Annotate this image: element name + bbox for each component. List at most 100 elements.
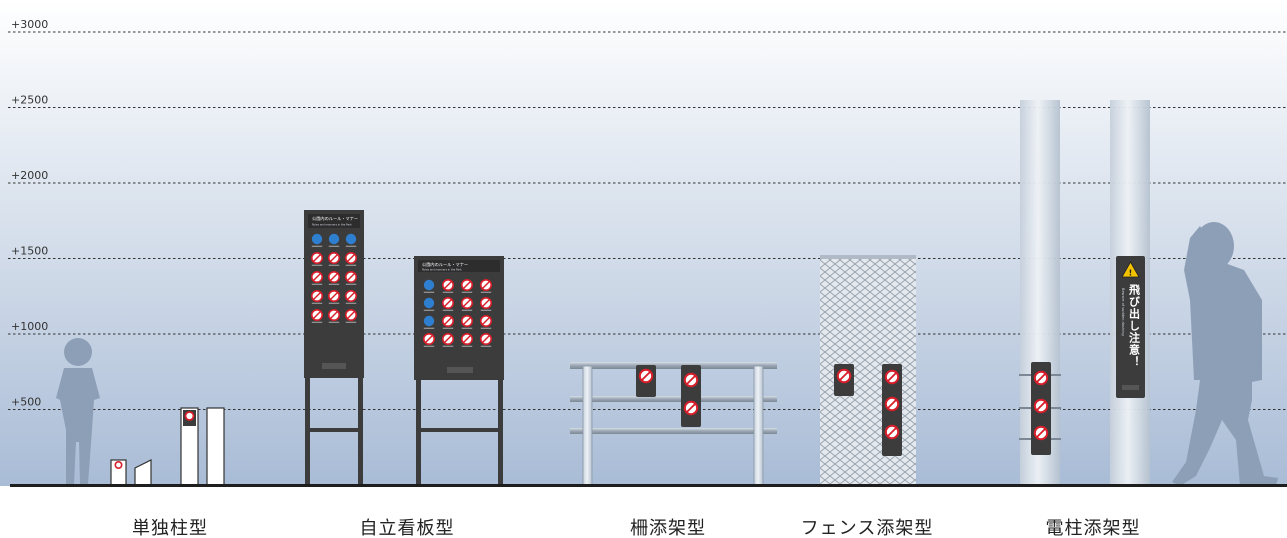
prohibition-slash (329, 272, 339, 282)
icon-caption (480, 309, 492, 311)
icon-caption (311, 245, 323, 247)
prohibition-slash (329, 291, 339, 301)
info-icon (423, 315, 435, 327)
prohibition-slash (346, 272, 356, 282)
category-label-utility-pole: 電柱添架型 (1045, 518, 1141, 538)
height-reference-lines: +3000+2500+2000+1500+1000+500 (8, 18, 1287, 410)
height-line-label: +1000 (11, 320, 48, 333)
icon-caption (345, 321, 357, 323)
icon-caption (461, 327, 473, 329)
prohibition-slash (346, 291, 356, 301)
icon-caption (328, 321, 340, 323)
railing-sign-single (636, 365, 656, 397)
info-icon (328, 233, 340, 245)
icon-caption (442, 309, 454, 311)
prohibition-slash (346, 310, 356, 320)
prohibition-slash (481, 280, 491, 290)
icon-caption (442, 345, 454, 347)
railing-mount (570, 362, 777, 487)
icon-caption (328, 302, 340, 304)
icon-caption (461, 345, 473, 347)
category-label-standalone: 単独柱型 (132, 518, 208, 538)
icon-caption (423, 309, 435, 311)
prohibition-slash (424, 334, 434, 344)
prohibition-slash (462, 334, 472, 344)
freestanding-board-tall: 公園内のルール・マナー Rules and manners in the Par… (304, 210, 364, 486)
icon-caption (345, 283, 357, 285)
icon-caption (328, 283, 340, 285)
prohibition-slash (312, 272, 322, 282)
rule-icon-grid (310, 233, 357, 323)
prohibition-slash (481, 334, 491, 344)
icon-caption (328, 245, 340, 247)
prohibition-slash (443, 334, 453, 344)
icon-caption (328, 264, 340, 266)
icon-caption (442, 327, 454, 329)
child-silhouette (56, 338, 100, 484)
icon-caption (423, 291, 435, 293)
prohibition-slash (312, 253, 322, 263)
pole-sign-main-text: 飛び出し注意！ (1128, 284, 1142, 368)
info-icon (311, 233, 323, 245)
standalone-post-short (110, 459, 127, 487)
prohibition-slash (462, 316, 472, 326)
prohibition-slash (462, 280, 472, 290)
icon-caption (461, 309, 473, 311)
prohibition-slash (329, 253, 339, 263)
icon-caption (461, 291, 473, 293)
prohibition-slash (443, 280, 453, 290)
icon-caption (442, 291, 454, 293)
railing-sign-double (681, 365, 701, 427)
icon-caption (423, 327, 435, 329)
icon-caption (311, 321, 323, 323)
prohibition-slash (462, 298, 472, 308)
height-line-label: +2500 (11, 94, 48, 107)
prohibition-slash (443, 298, 453, 308)
board-title: 公園内のルール・マナー (312, 215, 358, 222)
category-label-railing: 柵添架型 (630, 518, 706, 538)
prohibition-slash (312, 310, 322, 320)
utility-pole-left (1019, 100, 1061, 486)
icon-caption (423, 345, 435, 347)
info-icon (345, 233, 357, 245)
icon-caption (311, 264, 323, 266)
info-icon (423, 279, 435, 291)
height-line-label: +2000 (11, 169, 48, 182)
prohibition-slash (443, 316, 453, 326)
fence-sign-triple (882, 364, 902, 456)
warning-icon (1121, 261, 1140, 278)
standalone-post-tall (206, 407, 225, 487)
icon-caption (345, 264, 357, 266)
pole-sign-sub-text: Beware of sudden dashing (1121, 288, 1125, 336)
height-line-label: +500 (11, 396, 41, 409)
category-label-freestanding: 自立看板型 (359, 518, 455, 538)
icon-caption (480, 291, 492, 293)
info-icon (423, 297, 435, 309)
prohibition-slash (481, 316, 491, 326)
standalone-post-tall-sign (180, 407, 199, 487)
fence-sign-single (834, 364, 854, 396)
freestanding-board-wide: 公園内のルール・マナー Rules and manners in the Par… (414, 256, 504, 486)
rule-icon-grid (422, 278, 492, 347)
utility-pole-right: ! 飛び出し注意！ Beware of sudden dashing (1110, 100, 1150, 486)
fence-mount (820, 255, 916, 486)
board-title: 公園内のルール・マナー (422, 261, 468, 268)
svg-text:!: ! (1129, 269, 1133, 278)
icon-caption (311, 302, 323, 304)
prohibition-slash (346, 253, 356, 263)
adult-silhouette (1172, 222, 1278, 486)
prohibition-slash (329, 310, 339, 320)
icon-caption (480, 345, 492, 347)
prohibition-slash (481, 298, 491, 308)
sky-background (0, 0, 1287, 486)
icon-caption (345, 245, 357, 247)
board-subtitle: Rules and manners in the Park (312, 223, 352, 227)
board-subtitle: Rules and manners in the Park (422, 268, 462, 272)
height-line-label: +3000 (11, 18, 48, 31)
icon-caption (480, 327, 492, 329)
prohibition-slash (312, 291, 322, 301)
icon-caption (311, 283, 323, 285)
category-label-fence: フェンス添架型 (800, 518, 934, 538)
